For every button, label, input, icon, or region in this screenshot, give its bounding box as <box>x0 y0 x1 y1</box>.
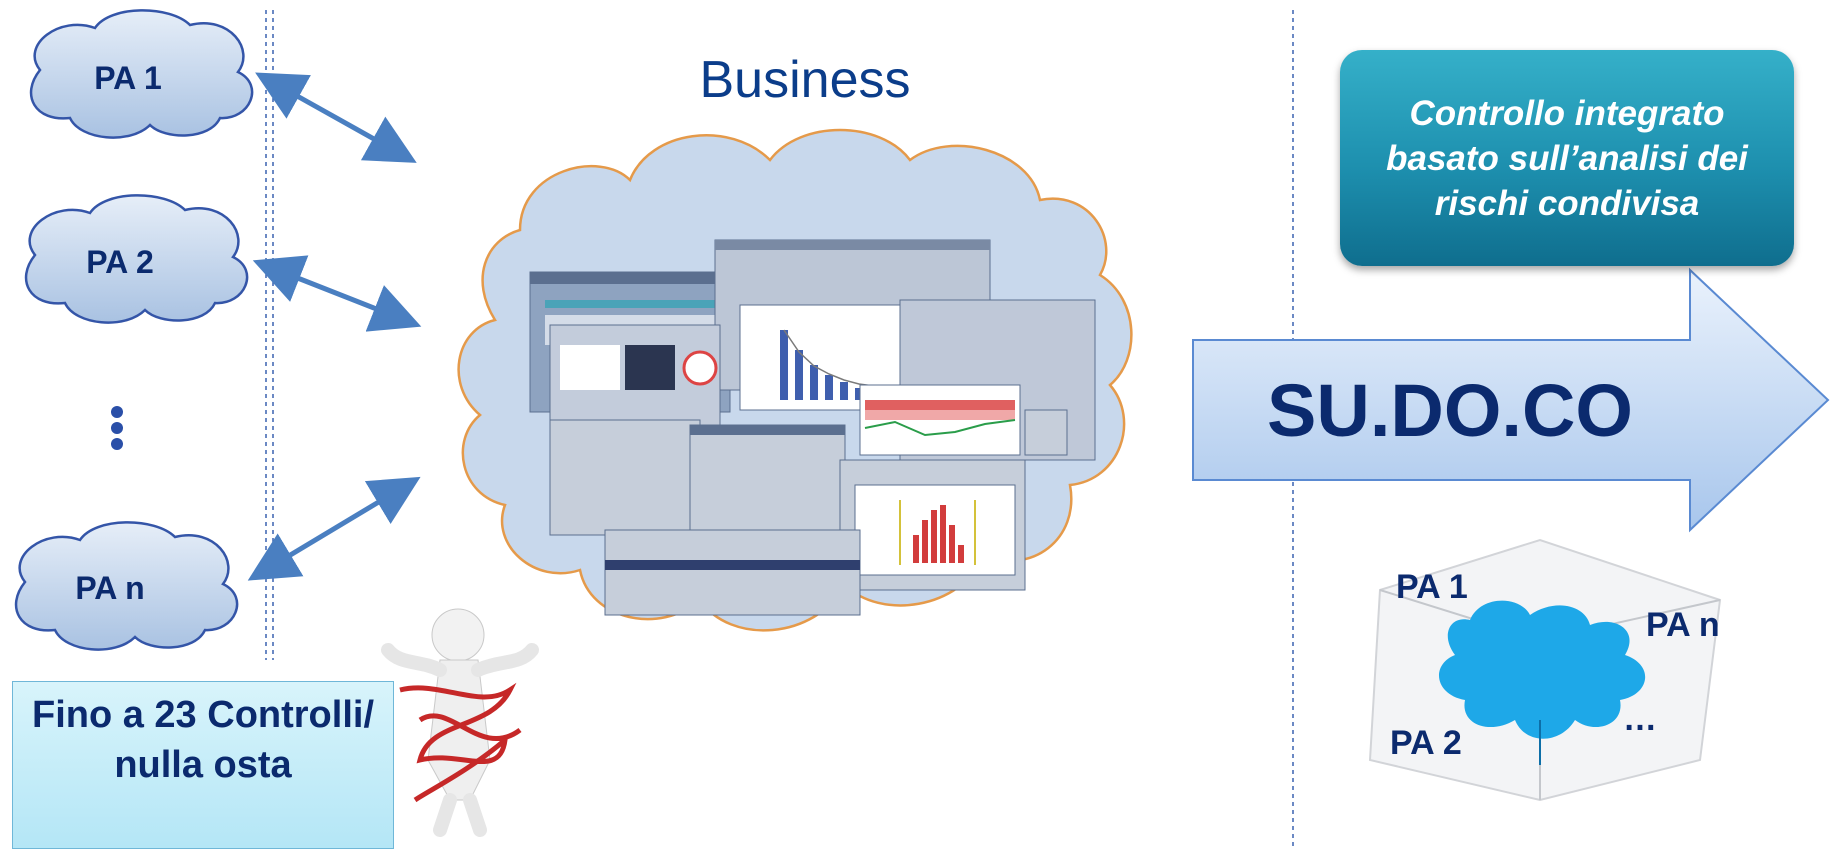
cloud-pan-label: PA n <box>75 570 145 606</box>
puzzle-graphic <box>1368 538 1722 802</box>
puzzle-label-pa1: PA 1 <box>1396 568 1468 606</box>
fino-a-23-text: Fino a 23 Controlli/ nulla osta <box>31 694 375 786</box>
sudoco-label: SU.DO.CO <box>1267 369 1633 452</box>
software-screenshots-collage <box>529 239 1096 616</box>
puzzle-label-pan: PA n <box>1646 606 1720 644</box>
puzzle-label-ellipsis: … <box>1623 700 1657 738</box>
cloud-pa2-shape <box>24 194 249 324</box>
person-tangled-figure <box>381 608 539 837</box>
ellipsis-dots <box>111 406 123 450</box>
controllo-integrato-box: Controllo integrato basato sull’analisi … <box>1340 50 1794 266</box>
controllo-integrato-text: Controllo integrato basato sull’analisi … <box>1386 93 1748 223</box>
cloud-pan-shape <box>14 521 239 651</box>
cloud-pa2-label: PA 2 <box>86 244 154 280</box>
puzzle-label-pa2: PA 2 <box>1390 724 1462 762</box>
business-title: Business <box>699 51 911 109</box>
left-dashed-divider <box>265 10 274 660</box>
double-arrows <box>247 72 422 581</box>
fino-a-23-box: Fino a 23 Controlli/ nulla osta <box>12 681 394 849</box>
cloud-pa1-label: PA 1 <box>94 60 162 96</box>
sudoco-arrow-shape <box>1192 267 1830 533</box>
cloud-pa1-shape <box>29 9 254 139</box>
